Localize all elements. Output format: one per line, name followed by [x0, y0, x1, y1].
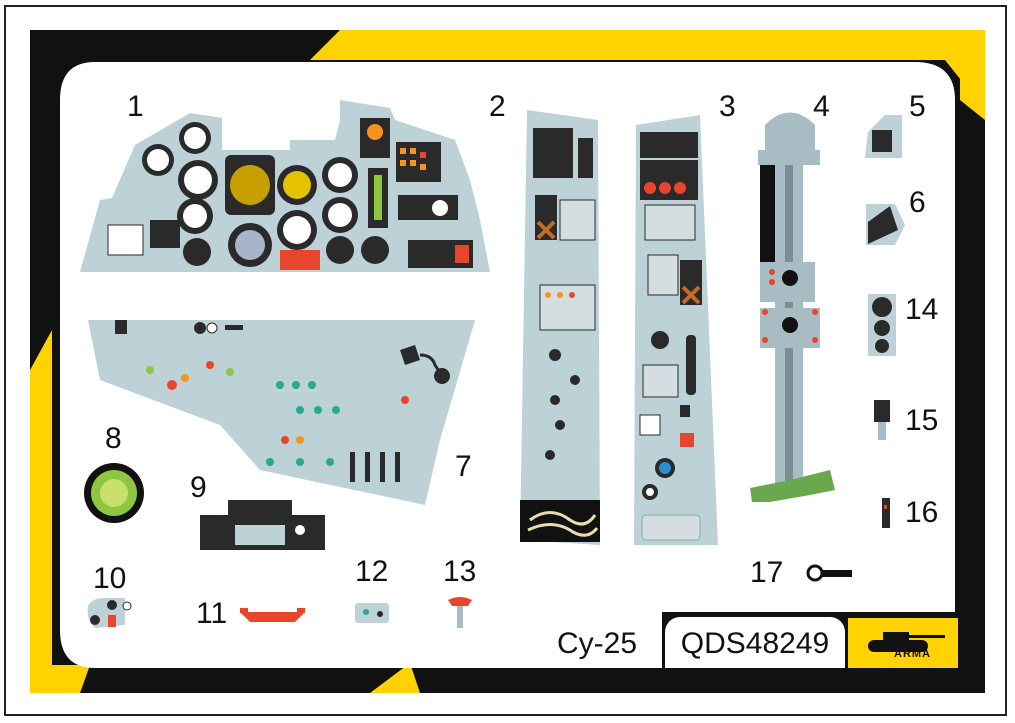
label-8: 8 — [105, 422, 122, 455]
part-5 — [865, 115, 902, 158]
part-10 — [87, 598, 132, 628]
part-15 — [874, 400, 890, 440]
part-13 — [448, 597, 472, 628]
part-1-main-panel — [80, 100, 490, 272]
part-6 — [866, 204, 905, 245]
sheet-title: Су-25 — [557, 627, 638, 660]
label-6: 6 — [909, 186, 926, 219]
label-5: 5 — [909, 90, 926, 123]
part-12 — [355, 603, 389, 623]
part-3-right-column — [634, 115, 718, 545]
tank-icon — [868, 632, 945, 652]
brand-logo: ARMA — [848, 618, 958, 668]
part-17 — [806, 564, 852, 582]
part-7-side-console — [88, 320, 475, 505]
label-7: 7 — [455, 450, 472, 483]
part-14 — [868, 294, 896, 356]
part-9 — [200, 500, 325, 550]
label-12: 12 — [355, 555, 389, 588]
label-3: 3 — [719, 90, 736, 123]
label-10: 10 — [93, 562, 127, 595]
label-2: 2 — [489, 90, 506, 123]
part-11 — [240, 608, 305, 622]
label-14: 14 — [905, 293, 939, 326]
label-16: 16 — [905, 496, 939, 529]
label-17: 17 — [750, 556, 784, 589]
label-9: 9 — [190, 471, 207, 504]
part-2-left-column — [520, 110, 600, 545]
label-13: 13 — [443, 555, 477, 588]
part-4-seat-rail — [750, 112, 835, 502]
part-16 — [882, 498, 890, 528]
part-8-lamp — [84, 463, 144, 523]
brand-name: ARMA — [894, 648, 931, 660]
label-15: 15 — [905, 404, 939, 437]
label-11: 11 — [196, 597, 228, 630]
label-4: 4 — [813, 90, 830, 123]
label-1: 1 — [127, 90, 144, 123]
product-code: QDS48249 — [662, 614, 848, 668]
